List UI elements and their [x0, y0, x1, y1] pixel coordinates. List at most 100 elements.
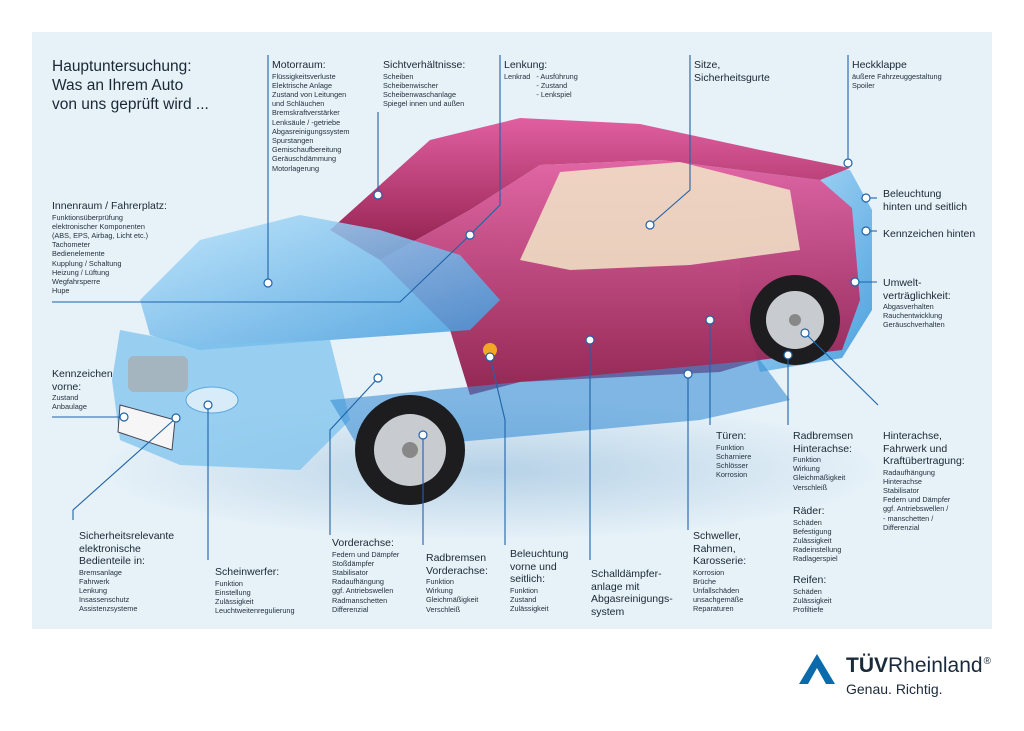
section-hinterachse: Hinterachse, Fahrwerk und Kraftübertragu… — [883, 430, 965, 532]
list-item: Hinterachse — [883, 476, 922, 486]
list-item: Funktion — [215, 578, 243, 588]
motorraum-heading: Motorraum: — [272, 59, 326, 71]
list-item: Differenzial — [332, 604, 369, 614]
list-item: Unfallschäden — [693, 585, 740, 595]
list-item: Scheibenwischer — [383, 80, 439, 90]
hinterachse-heading: Hinterachse, Fahrwerk und Kraftübertragu… — [883, 430, 965, 467]
section-sitze: Sitze, Sicherheitsgurte — [694, 59, 770, 84]
list-item: Zustand — [510, 594, 537, 604]
list-item: Lenkung — [79, 585, 107, 595]
list-item: Reparaturen — [693, 604, 734, 614]
list-item: Differenzial — [883, 522, 920, 532]
list-item: Wegfahrsperre — [52, 276, 101, 286]
list-item: Funktion — [426, 577, 454, 586]
lenkung-heading: Lenkung: — [504, 59, 548, 71]
list-item: Radaufhängung — [332, 577, 384, 587]
section-lenkung: Lenkung: Lenkrad - Ausführung- Zustand- L… — [504, 59, 578, 99]
sitze-heading: Sitze, Sicherheitsgurte — [694, 59, 770, 84]
car-roof — [330, 118, 850, 260]
list-item: - Ausführung — [536, 71, 578, 81]
list-item: Zustand von Leitungen — [272, 89, 347, 99]
list-item: Gemischaufbereitung — [272, 145, 342, 155]
tueren-heading: Türen: — [716, 430, 747, 442]
list-item: Bremskraftverstärker — [272, 108, 340, 118]
innenraum-heading: Innenraum / Fahrerplatz: — [52, 200, 167, 212]
list-item: äußere Fahrzeuggestaltung — [852, 71, 942, 81]
list-item: Gleichmäßigkeit — [793, 473, 846, 483]
vorderachse-heading: Vorderachse: — [332, 537, 394, 549]
list-item: Spiegel innen und außen — [383, 99, 465, 109]
list-item: Scharniere — [716, 451, 752, 461]
lenkung-left-label: Lenkrad — [504, 71, 531, 81]
sicht-heading: Sichtverhältnisse: — [383, 59, 466, 71]
headlight — [185, 386, 239, 414]
leader-lines — [52, 55, 879, 560]
list-item: Flüssigkeitsverluste — [272, 71, 336, 81]
list-item: Schäden — [793, 517, 822, 527]
beleuchtung-vorne-heading: Beleuchtung vorne und seitlich: — [510, 548, 569, 585]
list-item: Federn und Dämpfer — [332, 549, 400, 559]
section-kennzeichen-hinten: Kennzeichen hinten — [883, 228, 975, 241]
list-item: unsachgemäße — [693, 595, 744, 605]
list-item: ggf. Antriebswellen — [332, 586, 394, 596]
brand-name: TÜVRheinland® — [846, 654, 991, 678]
section-sicherheit: Sicherheitsrelevante elektronische Bedie… — [79, 530, 174, 614]
list-item: Korrosion — [716, 470, 748, 480]
list-item: Elektrische Anlage — [272, 80, 333, 90]
list-item: Gleichmäßigkeit — [426, 595, 479, 605]
front-plate — [117, 404, 176, 451]
list-item: Anbaulage — [52, 402, 87, 412]
list-item: Funktion — [510, 585, 538, 595]
section-beleuchtung-hinten: Beleuchtung hinten und seitlich — [883, 188, 967, 213]
registered-mark: ® — [983, 656, 991, 667]
list-item: Spurstangen — [272, 135, 314, 145]
list-item: ggf. Antriebswellen / — [883, 504, 949, 514]
list-item: Verschleiß — [793, 482, 828, 492]
list-item: Radeinstellung — [793, 545, 842, 555]
list-item: Zulässigkeit — [793, 595, 832, 605]
list-item: Bedienelemente — [52, 249, 105, 259]
list-item: Abgasverhalten — [883, 302, 934, 311]
brand-rest: Rheinland — [888, 654, 983, 677]
radbremsen-vorne-heading: Radbremsen Vorderachse: — [426, 552, 488, 577]
anchor-dots — [119, 158, 871, 440]
list-item: Stoßdämpfer — [332, 558, 375, 568]
list-item: - Lenkspiel — [536, 89, 572, 99]
lenkung-items: - Ausführung- Zustand- Lenkspiel — [536, 72, 577, 100]
list-item: - Zustand — [536, 80, 568, 90]
front-hub — [402, 442, 418, 458]
rear-hub — [789, 314, 801, 326]
kennzeichen-vorne-heading: Kennzeichen vorne: — [52, 368, 113, 393]
list-item: - manschetten / — [883, 513, 934, 523]
list-item: Hupe — [52, 286, 70, 296]
list-item: Stabilisator — [883, 485, 920, 495]
section-beleuchtung-vorne: Beleuchtung vorne und seitlich: Funktion… — [510, 548, 568, 613]
list-item: Wirkung — [793, 464, 820, 474]
page-title: Hauptuntersuchung: Was an Ihrem Auto von… — [52, 58, 209, 113]
brand-slogan: Genau. Richtig. — [846, 681, 943, 697]
list-item: Bremsanlage — [79, 567, 122, 577]
beleuchtung-hinten-heading: Beleuchtung hinten und seitlich — [883, 188, 968, 213]
list-item: Abgasreinigungssystem — [272, 126, 350, 136]
list-item: Spoiler — [852, 80, 875, 90]
scheinwerfer-heading: Scheinwerfer: — [215, 566, 280, 578]
list-item: Scheibenwaschanlage — [383, 89, 457, 99]
list-item: Motorlagerung — [272, 163, 320, 173]
radbremsen-hinten-heading: Radbremsen Hinterachse: — [793, 430, 854, 455]
